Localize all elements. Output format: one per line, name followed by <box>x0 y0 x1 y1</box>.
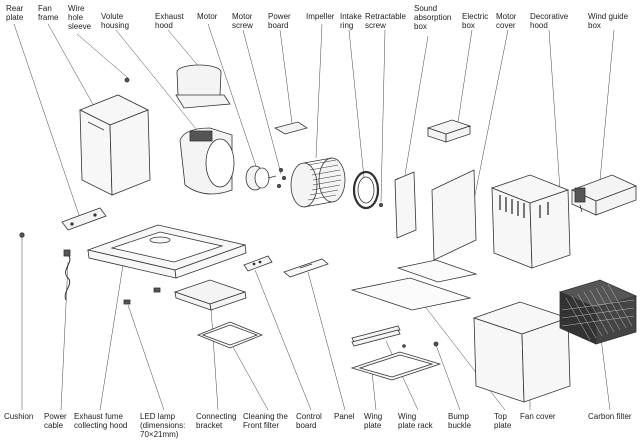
control-board-part <box>243 255 273 272</box>
label-motor-cover: Motor cover <box>496 12 517 30</box>
front-filter-part <box>196 321 264 349</box>
label-retractable-screw: Retractable screw <box>365 12 406 30</box>
motor-screw-part <box>276 167 286 188</box>
bump-buckle-part <box>433 341 439 347</box>
exhaust-hood-part <box>175 64 231 109</box>
rear-plate-part <box>61 207 107 231</box>
motor-part <box>245 165 277 191</box>
label-power-cable: Power cable <box>44 412 67 430</box>
wing-plate-rack-part <box>351 325 401 347</box>
label-volute-housing: Volute housing <box>101 12 130 30</box>
decorative-hood-slots <box>499 195 549 218</box>
label-rear-plate: Rear plate <box>6 4 24 22</box>
exhaust-fume-collecting-hood-part <box>86 224 247 279</box>
top-plate-part <box>350 277 472 311</box>
decorative-hood-part <box>490 174 571 269</box>
label-led-lamp: LED lamp (dimensions: 70×21mm) <box>140 412 186 439</box>
carbon-filter-mesh <box>561 283 635 341</box>
led-lamp-part <box>123 287 161 305</box>
impeller-blades <box>307 159 342 201</box>
volute-housing-part <box>179 127 235 195</box>
label-carbon-filter: Carbon filter <box>588 412 632 421</box>
leader-lines <box>13 23 615 411</box>
fan-frame-part <box>79 94 151 196</box>
wire-hole-sleeve-part <box>124 77 130 83</box>
label-fan-frame: Fan frame <box>38 4 59 22</box>
label-power-board: Power board <box>268 12 291 30</box>
label-cleaning-front-filter: Cleaning the Front filter <box>243 412 288 430</box>
power-board-part <box>273 121 308 135</box>
label-connecting-bracket: Connecting bracket <box>196 412 237 430</box>
label-cushion: Cushion <box>4 412 34 421</box>
label-exhaust-fume-collecting-hood: Exhaust fume collecting hood <box>74 412 128 430</box>
label-sound-absorption-box: Sound absorption box <box>414 4 452 31</box>
label-intake-ring: Intake ring <box>340 12 362 30</box>
label-top-plate: Top plate <box>494 412 512 430</box>
label-panel: Panel <box>334 412 355 421</box>
power-cable-part <box>64 254 71 301</box>
wing-plate-part <box>350 351 442 381</box>
impeller-part <box>290 157 346 208</box>
label-electric-box: Electric box <box>462 12 489 30</box>
bump-buckle-part-2 <box>402 344 406 348</box>
label-wind-guide-box: Wind guide box <box>588 12 629 30</box>
connecting-bracket-part <box>173 279 247 311</box>
top-plate-upper-part <box>396 259 478 283</box>
electric-box-part <box>426 119 472 143</box>
cushion-part <box>19 232 25 238</box>
motor-cover-part <box>431 169 477 261</box>
label-wire-hole-sleeve: Wire hole sleeve <box>68 4 92 31</box>
label-fan-cover: Fan cover <box>520 412 556 421</box>
label-wing-plate-rack: Wing plate rack <box>398 412 433 430</box>
fan-cover-part <box>472 301 571 403</box>
label-decorative-hood: Decorative hood <box>530 12 569 30</box>
label-wing-plate: Wing plate <box>364 412 383 430</box>
label-bump-buckle: Bump buckle <box>448 412 472 430</box>
retractable-screw-part <box>378 202 383 207</box>
panel-part <box>283 258 329 278</box>
label-exhaust-hood: Exhaust hood <box>155 12 184 30</box>
power-cable-plug <box>63 249 71 257</box>
label-control-board: Control board <box>296 412 322 430</box>
label-motor-screw: Motor screw <box>232 12 253 30</box>
wind-guide-box-part <box>570 174 638 216</box>
label-impeller: Impeller <box>306 12 335 21</box>
intake-ring-part <box>352 170 380 210</box>
carbon-filter-part <box>558 279 638 345</box>
label-motor: Motor <box>197 12 218 21</box>
sound-absorption-box-part <box>394 171 417 239</box>
